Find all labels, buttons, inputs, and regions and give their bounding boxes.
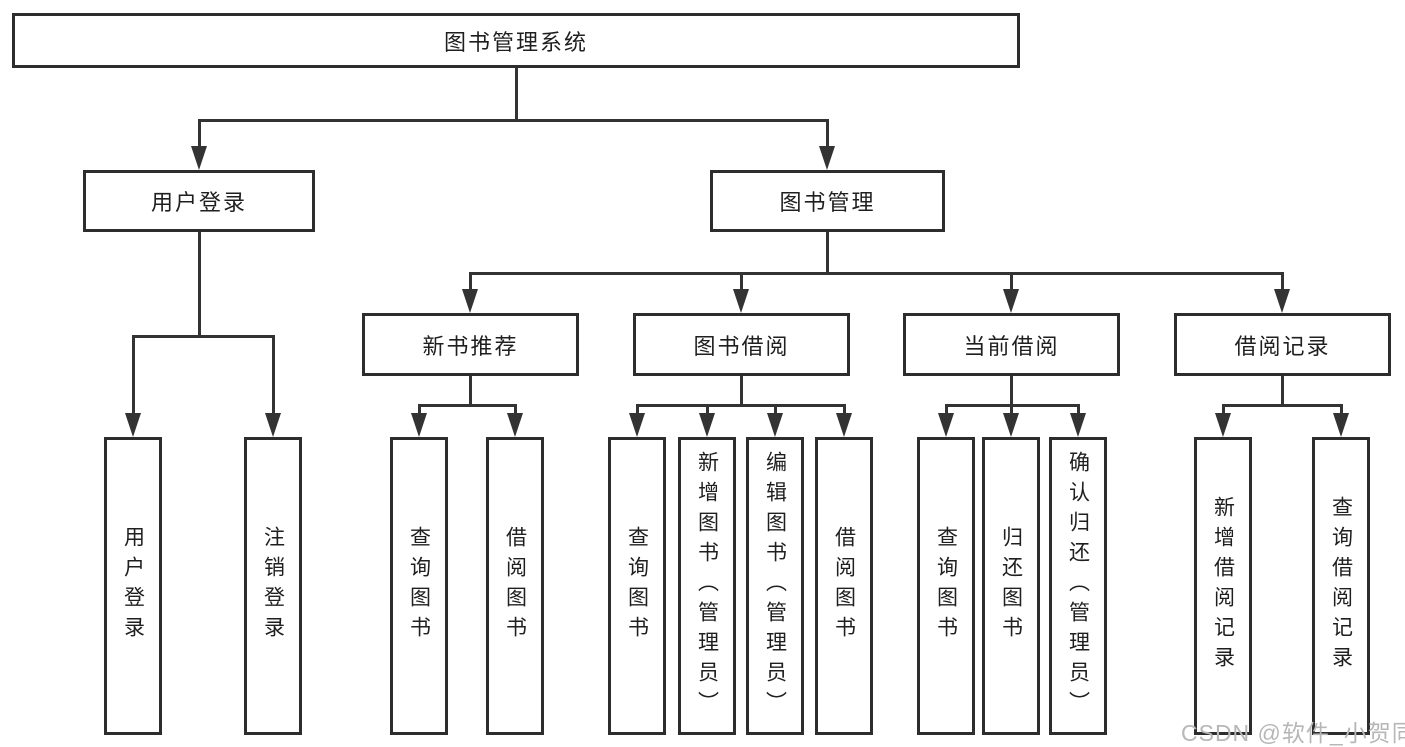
connector-userlogin-stem <box>197 232 201 338</box>
leaf-return-books: 归还图书 <box>982 437 1040 735</box>
node-library-management-system: 图书管理系统 <box>12 13 1020 68</box>
node-label: 图书管理系统 <box>443 29 588 55</box>
node-label: 借阅记录 <box>1234 333 1331 359</box>
connector-records-bus <box>1221 404 1343 407</box>
node-book-management: 图书管理 <box>710 170 945 232</box>
connector-drop-leaf <box>1076 404 1080 418</box>
connector-current-stem <box>1009 376 1013 407</box>
arrow-down-icon <box>629 413 645 437</box>
node-label: 归还图书 <box>999 526 1023 646</box>
node-book-borrowing: 图书借阅 <box>633 313 850 376</box>
arrow-down-icon <box>733 289 749 313</box>
arrow-down-icon <box>1003 289 1019 313</box>
connector-records-stem <box>1280 376 1284 407</box>
arrow-down-icon <box>507 413 523 437</box>
leaf-query-books-borrowing: 查询图书 <box>608 437 666 735</box>
arrow-down-icon <box>125 413 141 437</box>
connector-userlogin-bus <box>131 335 275 338</box>
connector-bookmgmt-stem <box>825 232 829 275</box>
node-label: 新增借阅记录 <box>1211 496 1235 676</box>
node-label: 用户登录 <box>121 526 145 646</box>
connector-drop-leaf <box>944 404 948 418</box>
leaf-borrow-books-recommend: 借阅图书 <box>486 437 544 735</box>
node-label: 查询借阅记录 <box>1329 496 1353 676</box>
csdn-watermark: CSDN @软件_小贺同学 <box>1181 720 1405 746</box>
leaf-confirm-return-admin: 确认归还（管理员） <box>1049 437 1107 735</box>
node-label: 查询图书 <box>625 526 649 646</box>
connector-drop-user-login <box>197 119 201 151</box>
arrow-down-icon <box>1215 413 1231 437</box>
node-label: 当前借阅 <box>963 333 1060 359</box>
node-label: 注销登录 <box>261 526 285 646</box>
connector-drop-leaf <box>635 404 639 418</box>
node-label: 查询图书 <box>934 526 958 646</box>
leaf-user-login: 用户登录 <box>104 437 162 735</box>
arrow-down-icon <box>938 413 954 437</box>
node-label: 确认归还（管理员） <box>1066 451 1090 721</box>
connector-bookmgmt-bus <box>468 272 1284 275</box>
node-current-borrowing: 当前借阅 <box>903 313 1120 376</box>
leaf-borrow-books: 借阅图书 <box>815 437 873 735</box>
leaf-add-books-admin: 新增图书（管理员） <box>678 437 736 735</box>
node-label: 新书推荐 <box>422 333 519 359</box>
leaf-query-borrow-record: 查询借阅记录 <box>1312 437 1370 735</box>
arrow-down-icon <box>1333 413 1349 437</box>
node-label: 用户登录 <box>150 190 247 215</box>
node-label: 借阅图书 <box>832 526 856 646</box>
arrow-down-icon <box>767 413 783 437</box>
node-label: 新增图书（管理员） <box>695 451 719 721</box>
node-user-login: 用户登录 <box>83 170 315 232</box>
connector-drop-borrow <box>739 272 743 294</box>
connector-borrow-bus <box>635 404 846 407</box>
connector-root-bus <box>197 119 829 122</box>
connector-drop-records <box>1280 272 1284 294</box>
node-label: 编辑图书（管理员） <box>763 451 787 721</box>
connector-drop-leaf <box>705 404 709 418</box>
connector-drop-leaf <box>1339 404 1343 418</box>
connector-root-stem <box>514 68 518 122</box>
node-label: 图书借阅 <box>693 333 790 359</box>
connector-drop-leaf <box>1009 404 1013 418</box>
connector-drop-leaf <box>842 404 846 418</box>
node-label: 图书管理 <box>779 190 876 215</box>
arrow-down-icon <box>699 413 715 437</box>
leaf-logout: 注销登录 <box>244 437 302 735</box>
connector-drop-leaf <box>773 404 777 418</box>
node-label: 借阅图书 <box>503 526 527 646</box>
leaf-add-borrow-record: 新增借阅记录 <box>1194 437 1252 735</box>
arrow-down-icon <box>462 289 478 313</box>
connector-newbook-bus <box>417 404 517 407</box>
connector-drop-current <box>1009 272 1013 294</box>
arrow-down-icon <box>265 413 281 437</box>
leaf-query-books-recommend: 查询图书 <box>390 437 448 735</box>
connector-borrow-stem <box>739 376 743 407</box>
connector-drop-leaf <box>271 335 275 417</box>
connector-newbook-stem <box>469 376 472 407</box>
connector-drop-leaf <box>417 404 421 418</box>
arrow-down-icon <box>411 413 427 437</box>
leaf-query-books-current: 查询图书 <box>917 437 975 735</box>
connector-drop-leaf <box>131 335 135 417</box>
connector-drop-leaf <box>513 404 517 418</box>
arrow-down-icon <box>819 146 835 170</box>
arrow-down-icon <box>191 146 207 170</box>
leaf-edit-books-admin: 编辑图书（管理员） <box>746 437 804 735</box>
node-new-book-recommend: 新书推荐 <box>362 313 579 376</box>
arrow-down-icon <box>1274 289 1290 313</box>
arrow-down-icon <box>836 413 852 437</box>
connector-drop-leaf <box>1221 404 1225 418</box>
connector-drop-book-mgmt <box>825 119 829 151</box>
connector-drop-newbook <box>468 272 472 294</box>
arrow-down-icon <box>1003 413 1019 437</box>
node-borrowing-records: 借阅记录 <box>1174 313 1391 376</box>
arrow-down-icon <box>1070 413 1086 437</box>
node-label: 查询图书 <box>407 526 431 646</box>
